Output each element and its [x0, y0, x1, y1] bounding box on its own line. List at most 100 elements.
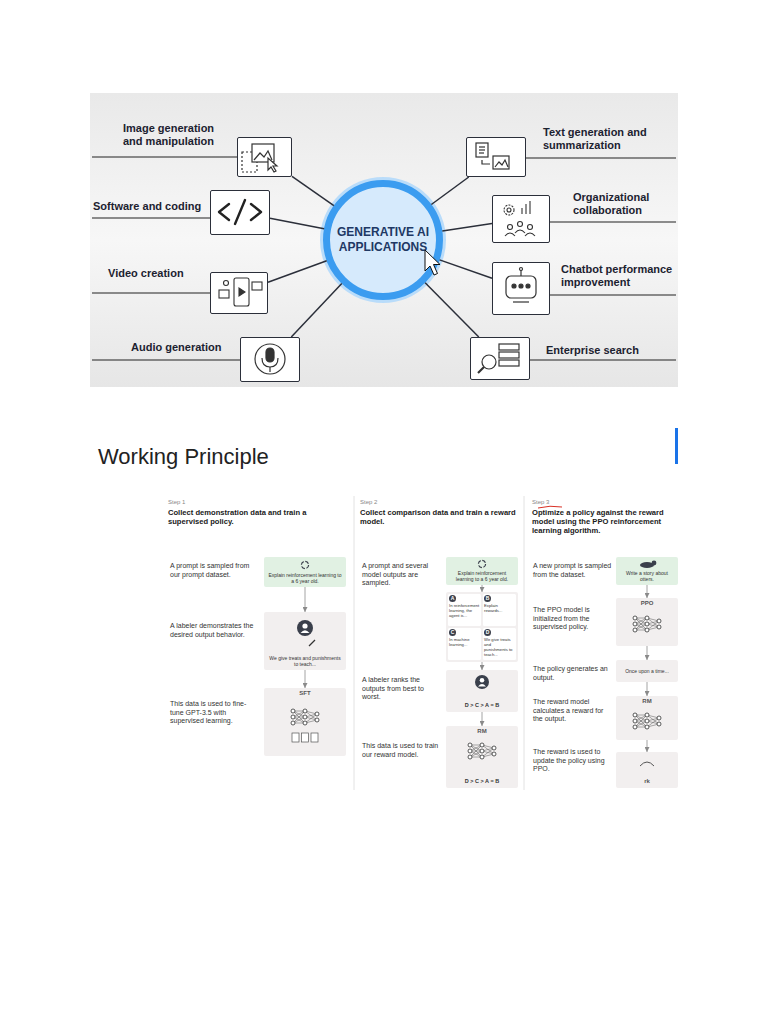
step-number: Step 1 — [168, 499, 228, 506]
flow-arrow — [482, 662, 483, 670]
node-text: Once upon a time... — [625, 668, 669, 674]
leader-line — [530, 359, 676, 360]
option-letter: A — [449, 595, 456, 602]
model-tag: rk — [644, 778, 650, 785]
ranking-text: D > C > A = B — [465, 702, 499, 709]
output-card: DWe give treats and punishments to teach… — [483, 628, 516, 660]
node-text: In reinforcement learning, the agent is.… — [449, 603, 480, 618]
connector-line — [268, 261, 327, 283]
leader-line — [92, 157, 676, 360]
leader-line — [550, 221, 676, 222]
column-divider — [354, 496, 355, 790]
step-description: This data is used to train our reward mo… — [362, 742, 442, 759]
step-number: Step 3 — [532, 499, 592, 506]
flow-arrow — [305, 587, 306, 612]
flow-arrow — [647, 682, 648, 696]
node-text: Explain reinforcement learning to a 6 ye… — [267, 572, 343, 584]
model-tag: RM — [642, 698, 651, 705]
step-number: Step 2 — [360, 499, 420, 506]
section-title: Working Principle — [98, 444, 269, 470]
application-label: Enterprise search — [546, 344, 658, 357]
step-description: The PPO model is initialized from the su… — [533, 606, 613, 632]
application-box: Text generation and summarization — [466, 137, 526, 177]
demonstration-box: We give treats and punishments to teach.… — [264, 612, 346, 670]
output-box: Once upon a time... — [616, 660, 678, 682]
column-divider — [354, 496, 524, 790]
step-description: A labeler ranks the outputs from best to… — [362, 676, 442, 702]
connector-line — [292, 176, 334, 205]
step-description: The reward is used to update the policy … — [533, 748, 613, 774]
step-description: The reward model calculates a reward for… — [533, 698, 613, 724]
application-label: Text generation and summarization — [543, 126, 667, 152]
scroll-marker — [675, 428, 678, 464]
application-label: Chatbot performance improvement — [561, 263, 683, 289]
prompt-box: Explain reinforcement learning to a 6 ye… — [264, 557, 346, 587]
column-divider — [524, 496, 525, 790]
connector-line — [291, 284, 341, 337]
leader-line — [92, 156, 237, 157]
screenshot-panel — [90, 93, 678, 387]
application-box: Software and coding — [210, 190, 270, 235]
connector-line — [270, 218, 324, 228]
flow-arrow — [482, 585, 483, 592]
option-letter: D — [484, 629, 491, 636]
leader-line — [526, 157, 676, 158]
reward-box: rk — [616, 752, 678, 788]
flow-arrow — [647, 585, 648, 598]
application-label: Audio generation — [131, 341, 236, 354]
output-card: AIn reinforcement learning, the agent is… — [448, 594, 481, 626]
application-box: Audio generation — [240, 337, 300, 382]
model-box: SFT — [264, 688, 346, 756]
connector-line — [431, 177, 468, 204]
application-label: Image generation and manipulation — [123, 122, 233, 148]
option-letter: C — [449, 629, 456, 636]
application-label: Software and coding — [93, 200, 211, 213]
node-text: We give treats and punishments to teach.… — [267, 655, 343, 667]
application-box: Organizational collaboration — [492, 195, 550, 243]
outputs-box: AIn reinforcement learning, the agent is… — [446, 592, 518, 662]
flow-arrow — [305, 670, 306, 688]
ranking-text: D > C > A = B — [465, 778, 499, 785]
node-text: Explain reinforcement learning to a 6 ye… — [449, 570, 515, 582]
leader-line — [550, 294, 676, 295]
model-tag: PPO — [641, 600, 654, 607]
connector-line — [442, 223, 492, 231]
model-box: RM D > C > A = B — [446, 726, 518, 788]
step-heading: Collect demonstration data and train a s… — [168, 508, 343, 526]
step-heading: Collect comparison data and train a rewa… — [360, 508, 520, 526]
model-tag: SFT — [299, 690, 310, 697]
node-text: In machine learning... — [449, 637, 480, 647]
application-box: Chatbot performance improvement — [492, 262, 550, 315]
application-label: Video creation — [108, 267, 208, 280]
model-box: RM — [616, 696, 678, 740]
application-box: Image generation and manipulation — [237, 137, 292, 177]
step-description: A prompt and several model outputs are s… — [362, 562, 442, 588]
model-tag: RM — [477, 728, 486, 735]
leader-line — [92, 359, 240, 360]
output-card: CIn machine learning... — [448, 628, 481, 660]
connector-line — [440, 260, 492, 278]
output-card: BExplain rewards... — [483, 594, 516, 626]
prompt-box: Explain reinforcement learning to a 6 ye… — [446, 557, 518, 585]
leader-line — [92, 217, 210, 218]
application-box: Enterprise search — [470, 337, 530, 380]
step-heading: Optimize a policy against the reward mod… — [532, 508, 680, 535]
step-description: The policy generates an output. — [533, 665, 613, 682]
flow-arrow — [482, 712, 483, 726]
step-description: This data is used to fine-tune GPT-3.5 w… — [170, 700, 255, 726]
prompt-box: Write a story about otters. — [616, 557, 678, 585]
model-box: PPO — [616, 598, 678, 646]
leader-line — [92, 292, 210, 293]
hub-circle: GENERATIVE AI APPLICATIONS — [323, 180, 443, 300]
node-text: GENERATIVE AI APPLICATIONS — [336, 225, 430, 255]
step-description: A labeler demonstrates the desired outpu… — [170, 622, 255, 639]
ranking-box: D > C > A = B — [446, 670, 518, 712]
step-description: A prompt is sampled from our prompt data… — [170, 562, 255, 579]
connector-line — [425, 283, 479, 337]
node-text: Explain rewards... — [484, 603, 515, 613]
step-description: A new prompt is sampled from the dataset… — [533, 562, 613, 579]
application-label: Organizational collaboration — [573, 191, 665, 217]
application-box: Video creation — [210, 272, 268, 314]
